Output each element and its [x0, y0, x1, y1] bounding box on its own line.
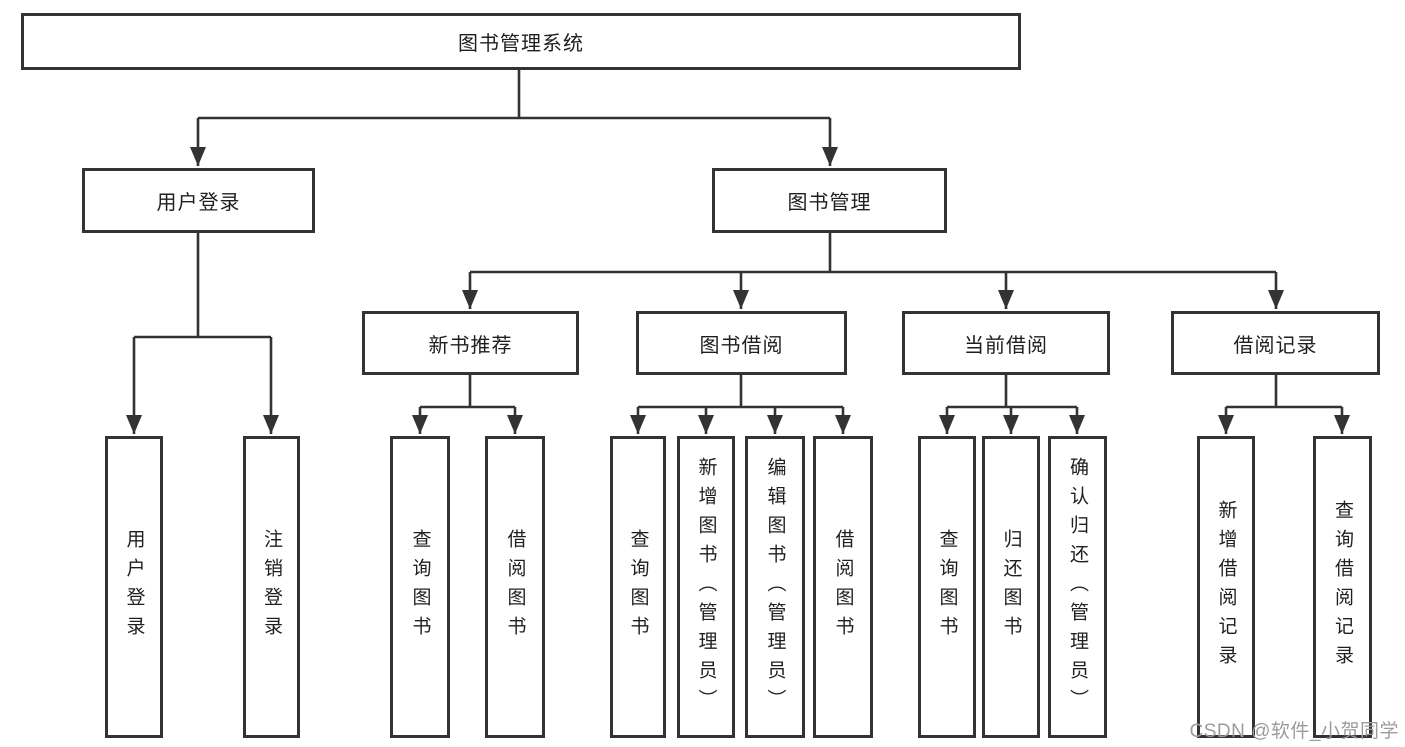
leaf-user-login-label: 用户登录 — [123, 529, 145, 645]
node-current-borrow-label: 当前借阅 — [964, 334, 1048, 357]
leaf-current-confirm-return-admin: 确认归还（管理员） — [1048, 436, 1107, 738]
connectors-group — [126, 69, 1350, 434]
leaf-borrow-edit-books-admin-label: 编辑图书（管理员） — [764, 456, 786, 718]
leaf-logout-label: 注销登录 — [261, 529, 282, 645]
leaf-logout: 注销登录 — [243, 436, 300, 738]
node-current-borrow: 当前借阅 — [902, 311, 1110, 375]
leaf-user-login: 用户登录 — [105, 436, 163, 738]
node-book-borrow-label: 图书借阅 — [699, 334, 784, 357]
leaf-records-add-record: 新增借阅记录 — [1197, 436, 1255, 738]
leaf-current-query-books-label: 查询图书 — [936, 529, 958, 645]
leaf-borrow-add-books-admin: 新增图书（管理员） — [677, 436, 735, 738]
node-borrow-records-label: 借阅记录 — [1233, 334, 1318, 357]
leaf-current-query-books: 查询图书 — [918, 436, 976, 738]
node-root-label: 图书管理系统 — [458, 33, 584, 55]
leaf-current-return-books-label: 归还图书 — [1000, 529, 1022, 645]
leaf-current-return-books: 归还图书 — [982, 436, 1040, 738]
leaf-borrow-query-books-label: 查询图书 — [627, 529, 649, 645]
leaf-borrow-add-books-admin-label: 新增图书（管理员） — [695, 456, 717, 718]
leaf-recommend-borrow-books: 借阅图书 — [485, 436, 545, 738]
leaf-recommend-query-books-label: 查询图书 — [409, 529, 431, 645]
node-new-book-recommend: 新书推荐 — [362, 311, 579, 375]
leaf-borrow-query-books: 查询图书 — [610, 436, 666, 738]
csdn-watermark: CSDN @软件_小贺同学 — [1189, 721, 1399, 742]
node-book-management: 图书管理 — [712, 168, 947, 233]
leaf-records-add-record-label: 新增借阅记录 — [1215, 500, 1237, 674]
leaf-recommend-query-books: 查询图书 — [390, 436, 450, 738]
leaf-recommend-borrow-books-label: 借阅图书 — [504, 529, 526, 645]
node-book-management-label: 图书管理 — [787, 192, 872, 214]
node-user-login-label: 用户登录 — [156, 192, 241, 214]
leaf-borrow-borrow-books: 借阅图书 — [813, 436, 873, 738]
leaf-records-query-record-label: 查询借阅记录 — [1332, 500, 1353, 674]
leaf-borrow-borrow-books-label: 借阅图书 — [832, 529, 854, 645]
node-user-login: 用户登录 — [82, 168, 315, 233]
node-new-book-recommend-label: 新书推荐 — [428, 334, 513, 357]
node-book-borrow: 图书借阅 — [636, 311, 847, 375]
node-borrow-records: 借阅记录 — [1171, 311, 1380, 375]
leaf-current-confirm-return-admin-label: 确认归还（管理员） — [1067, 456, 1088, 718]
leaf-records-query-record: 查询借阅记录 — [1313, 436, 1372, 738]
node-root: 图书管理系统 — [21, 13, 1021, 70]
leaf-borrow-edit-books-admin: 编辑图书（管理员） — [745, 436, 805, 738]
